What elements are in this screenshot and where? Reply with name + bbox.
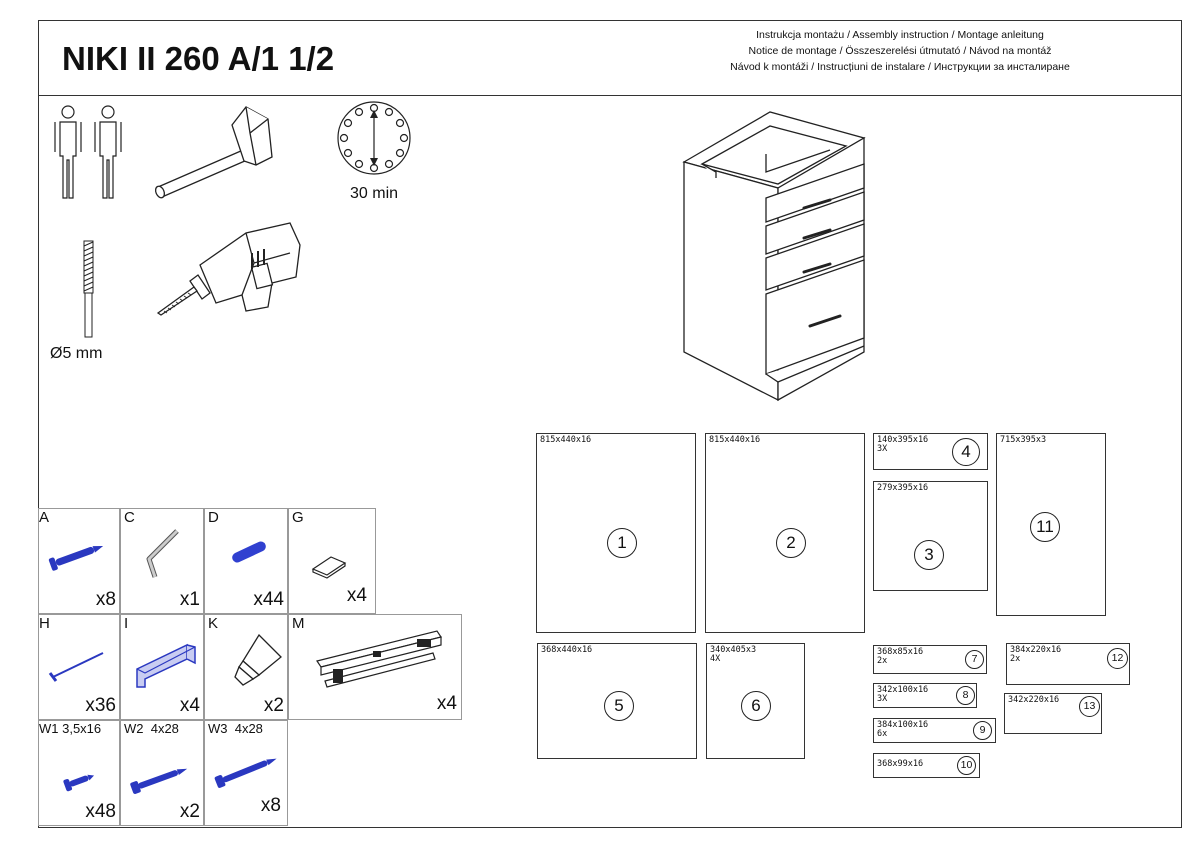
panel-number: 12 bbox=[1107, 648, 1128, 669]
hardware-quantity: x2 bbox=[263, 695, 284, 716]
screw-icon bbox=[130, 768, 188, 794]
hardware-cell-w3: W3 4x28 x8 bbox=[204, 720, 288, 826]
panel-10: 368x99x16 10 bbox=[873, 753, 980, 778]
hardware-letter: W2 4x28 bbox=[124, 721, 179, 736]
panel-number: 6 bbox=[741, 691, 771, 721]
product-title: NIKI II 260 A/1 1/2 bbox=[62, 40, 335, 77]
drill-bit-size: Ø5 mm bbox=[50, 345, 103, 362]
hardware-cell-a: A x8 bbox=[38, 508, 120, 614]
panel-dimensions: 279x395x16 bbox=[877, 483, 929, 493]
panel-number: 3 bbox=[914, 540, 944, 570]
instruction-line: Notice de montage / Összeszerelési útmut… bbox=[748, 45, 1052, 57]
panel-dimensions: 140x395x16 3X bbox=[877, 435, 929, 454]
screw-icon bbox=[214, 758, 277, 788]
cabinet-illustration bbox=[682, 111, 866, 402]
hardware-cell-g: G x4 bbox=[288, 508, 376, 614]
hardware-quantity: x4 bbox=[346, 585, 367, 606]
instruction-line: Návod k montáži / Instrucțiuni de instal… bbox=[730, 61, 1070, 73]
hardware-quantity: x8 bbox=[260, 795, 281, 816]
hardware-cell-w2: W2 4x28 x2 bbox=[120, 720, 204, 826]
panel-dimensions: 384x100x16 6x bbox=[877, 720, 929, 739]
nail-icon bbox=[48, 652, 104, 682]
hardware-quantity: x8 bbox=[95, 589, 116, 610]
hardware-cell-m: M x4 bbox=[288, 614, 462, 720]
hardware-cell-c: C x1 bbox=[120, 508, 204, 614]
hammer-icon bbox=[154, 106, 273, 199]
instruction-line: Instrukcja montażu / Assembly instructio… bbox=[756, 29, 1044, 41]
panel-12: 384x220x16 2x 12 bbox=[1006, 643, 1130, 685]
panel-5: 368x440x16 5 bbox=[537, 643, 697, 759]
hardware-letter: H bbox=[39, 615, 50, 632]
hardware-quantity: x2 bbox=[179, 801, 200, 822]
panel-number: 10 bbox=[957, 756, 976, 775]
panel-dimensions: 342x100x16 3X bbox=[877, 685, 929, 704]
hardware-cell-k: K x2 bbox=[204, 614, 288, 720]
panel-6: 340x405x3 4X 6 bbox=[706, 643, 805, 759]
hardware-quantity: x4 bbox=[179, 695, 200, 716]
glue-tube-icon bbox=[234, 633, 282, 686]
hardware-quantity: x36 bbox=[85, 695, 116, 716]
panel-3: 279x395x16 3 bbox=[873, 481, 988, 591]
screw-icon bbox=[63, 774, 95, 792]
panel-number: 4 bbox=[952, 438, 980, 466]
panel-13: 342x220x16 13 bbox=[1004, 693, 1102, 734]
panel-number: 11 bbox=[1030, 512, 1060, 542]
drawer-slide-icon bbox=[316, 630, 442, 688]
panel-number: 7 bbox=[965, 650, 984, 669]
two-persons-icon bbox=[54, 105, 122, 199]
hardware-cell-h: H x36 bbox=[38, 614, 120, 720]
panel-dimensions: 368x99x16 bbox=[877, 759, 924, 769]
hardware-quantity: x48 bbox=[85, 801, 116, 822]
electric-drill-icon bbox=[156, 222, 301, 316]
panel-dimensions: 368x85x16 2x bbox=[877, 647, 924, 666]
hardware-letter: W1 3,5x16 bbox=[39, 721, 102, 736]
hardware-quantity: x1 bbox=[179, 589, 200, 610]
hardware-letter: I bbox=[124, 615, 129, 632]
hardware-cell-i: I x4 bbox=[120, 614, 204, 720]
hardware-cell-w1: W1 3,5x16 x48 bbox=[38, 720, 120, 826]
hardware-letter: A bbox=[39, 509, 50, 526]
panel-9: 384x100x16 6x 9 bbox=[873, 718, 996, 743]
panel-1: 815x440x16 1 bbox=[536, 433, 696, 633]
panel-dimensions: 368x440x16 bbox=[541, 645, 593, 655]
pad-icon bbox=[311, 556, 347, 579]
panel-number: 13 bbox=[1079, 696, 1100, 717]
instruction-languages: Instrukcja montażu / Assembly instructio… bbox=[640, 27, 1160, 75]
handle-icon bbox=[136, 643, 196, 688]
panel-number: 2 bbox=[776, 528, 806, 558]
panel-dimensions: 715x395x3 bbox=[1000, 435, 1047, 445]
hardware-quantity: x4 bbox=[436, 693, 457, 714]
hardware-letter: W3 4x28 bbox=[208, 721, 263, 736]
screw-icon bbox=[48, 545, 104, 571]
panel-4: 140x395x16 3X 4 bbox=[873, 433, 988, 470]
panel-number: 8 bbox=[956, 686, 975, 705]
clock-icon bbox=[337, 101, 411, 175]
panel-dimensions: 342x220x16 bbox=[1008, 695, 1060, 705]
page-frame bbox=[38, 20, 1182, 828]
hardware-letter: G bbox=[292, 509, 304, 526]
panel-11: 715x395x3 11 bbox=[996, 433, 1106, 616]
hardware-letter: D bbox=[208, 509, 219, 526]
panel-number: 9 bbox=[973, 721, 992, 740]
panel-dimensions: 815x440x16 bbox=[540, 435, 592, 445]
panel-2: 815x440x16 2 bbox=[705, 433, 865, 633]
hardware-cell-d: D x44 bbox=[204, 508, 288, 614]
panel-7: 368x85x16 2x 7 bbox=[873, 645, 987, 674]
panel-dimensions: 384x220x16 2x bbox=[1010, 645, 1062, 664]
panel-dimensions: 340x405x3 4X bbox=[710, 645, 757, 664]
panel-number: 1 bbox=[607, 528, 637, 558]
allen-key-icon bbox=[146, 529, 179, 578]
dowel-icon bbox=[232, 541, 266, 563]
hardware-quantity: x44 bbox=[253, 589, 284, 610]
panel-8: 342x100x16 3X 8 bbox=[873, 683, 977, 708]
hardware-letter: K bbox=[208, 615, 219, 632]
hardware-letter: C bbox=[124, 509, 135, 526]
panel-number: 5 bbox=[604, 691, 634, 721]
panel-dimensions: 815x440x16 bbox=[709, 435, 761, 445]
hardware-letter: M bbox=[292, 615, 305, 632]
assembly-time: 30 min bbox=[350, 185, 399, 202]
drill-bit-icon bbox=[83, 240, 94, 338]
title-bar bbox=[38, 20, 1182, 96]
